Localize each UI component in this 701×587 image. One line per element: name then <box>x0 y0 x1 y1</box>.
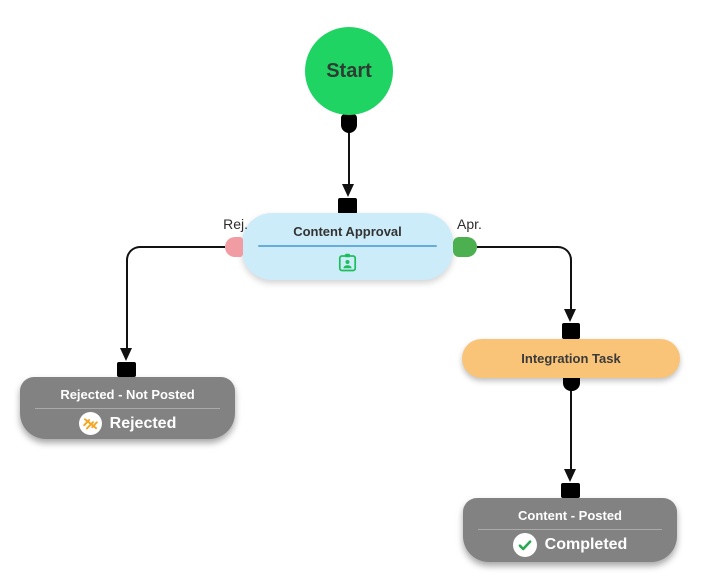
port-integration-out[interactable] <box>563 374 580 391</box>
rejected-branch-label: Rej. <box>223 216 248 232</box>
rejected-status-text: Rejected <box>109 414 177 432</box>
rejected-not-posted-node[interactable]: Rejected - Not Posted Rejected <box>20 377 235 439</box>
rejected-not-posted-title: Rejected - Not Posted <box>60 387 195 402</box>
integration-task-title: Integration Task <box>521 351 621 366</box>
arrowhead-approved-branch <box>564 309 576 322</box>
approved-branch-label: Apr. <box>457 216 482 232</box>
content-approval-node[interactable]: Content Approval <box>242 213 453 280</box>
arrowhead-integration-to-posted <box>564 469 576 482</box>
content-posted-divider <box>478 529 662 530</box>
edge-approved-branch <box>477 246 572 309</box>
port-integration-in[interactable] <box>562 323 580 339</box>
check-circle-icon <box>512 533 537 557</box>
approved-branch-connector[interactable] <box>453 237 477 257</box>
rejected-branch-connector[interactable] <box>225 237 243 257</box>
arrowhead-rejected-branch <box>120 348 132 361</box>
rejected-slash-icon <box>78 412 102 435</box>
port-approval-in[interactable] <box>338 198 357 214</box>
rejected-not-posted-divider <box>35 408 220 409</box>
port-rejected-in[interactable] <box>117 362 136 377</box>
completed-status-text: Completed <box>544 536 628 553</box>
edge-integration-to-posted <box>570 389 572 469</box>
start-node[interactable]: Start <box>305 27 393 115</box>
edge-start-to-approval <box>348 131 350 184</box>
content-posted-title: Content - Posted <box>518 508 622 523</box>
start-node-label: Start <box>326 59 372 82</box>
port-posted-in[interactable] <box>561 483 580 498</box>
content-posted-node[interactable]: Content - Posted Completed <box>463 498 677 562</box>
port-start-out[interactable] <box>341 114 357 133</box>
assignment-person-badge-icon <box>338 253 357 272</box>
content-approval-divider <box>258 245 437 247</box>
edge-rejected-branch <box>126 246 225 348</box>
arrowhead-start-to-approval <box>342 184 354 197</box>
content-approval-title: Content Approval <box>293 224 402 239</box>
integration-task-node[interactable]: Integration Task <box>462 339 680 378</box>
